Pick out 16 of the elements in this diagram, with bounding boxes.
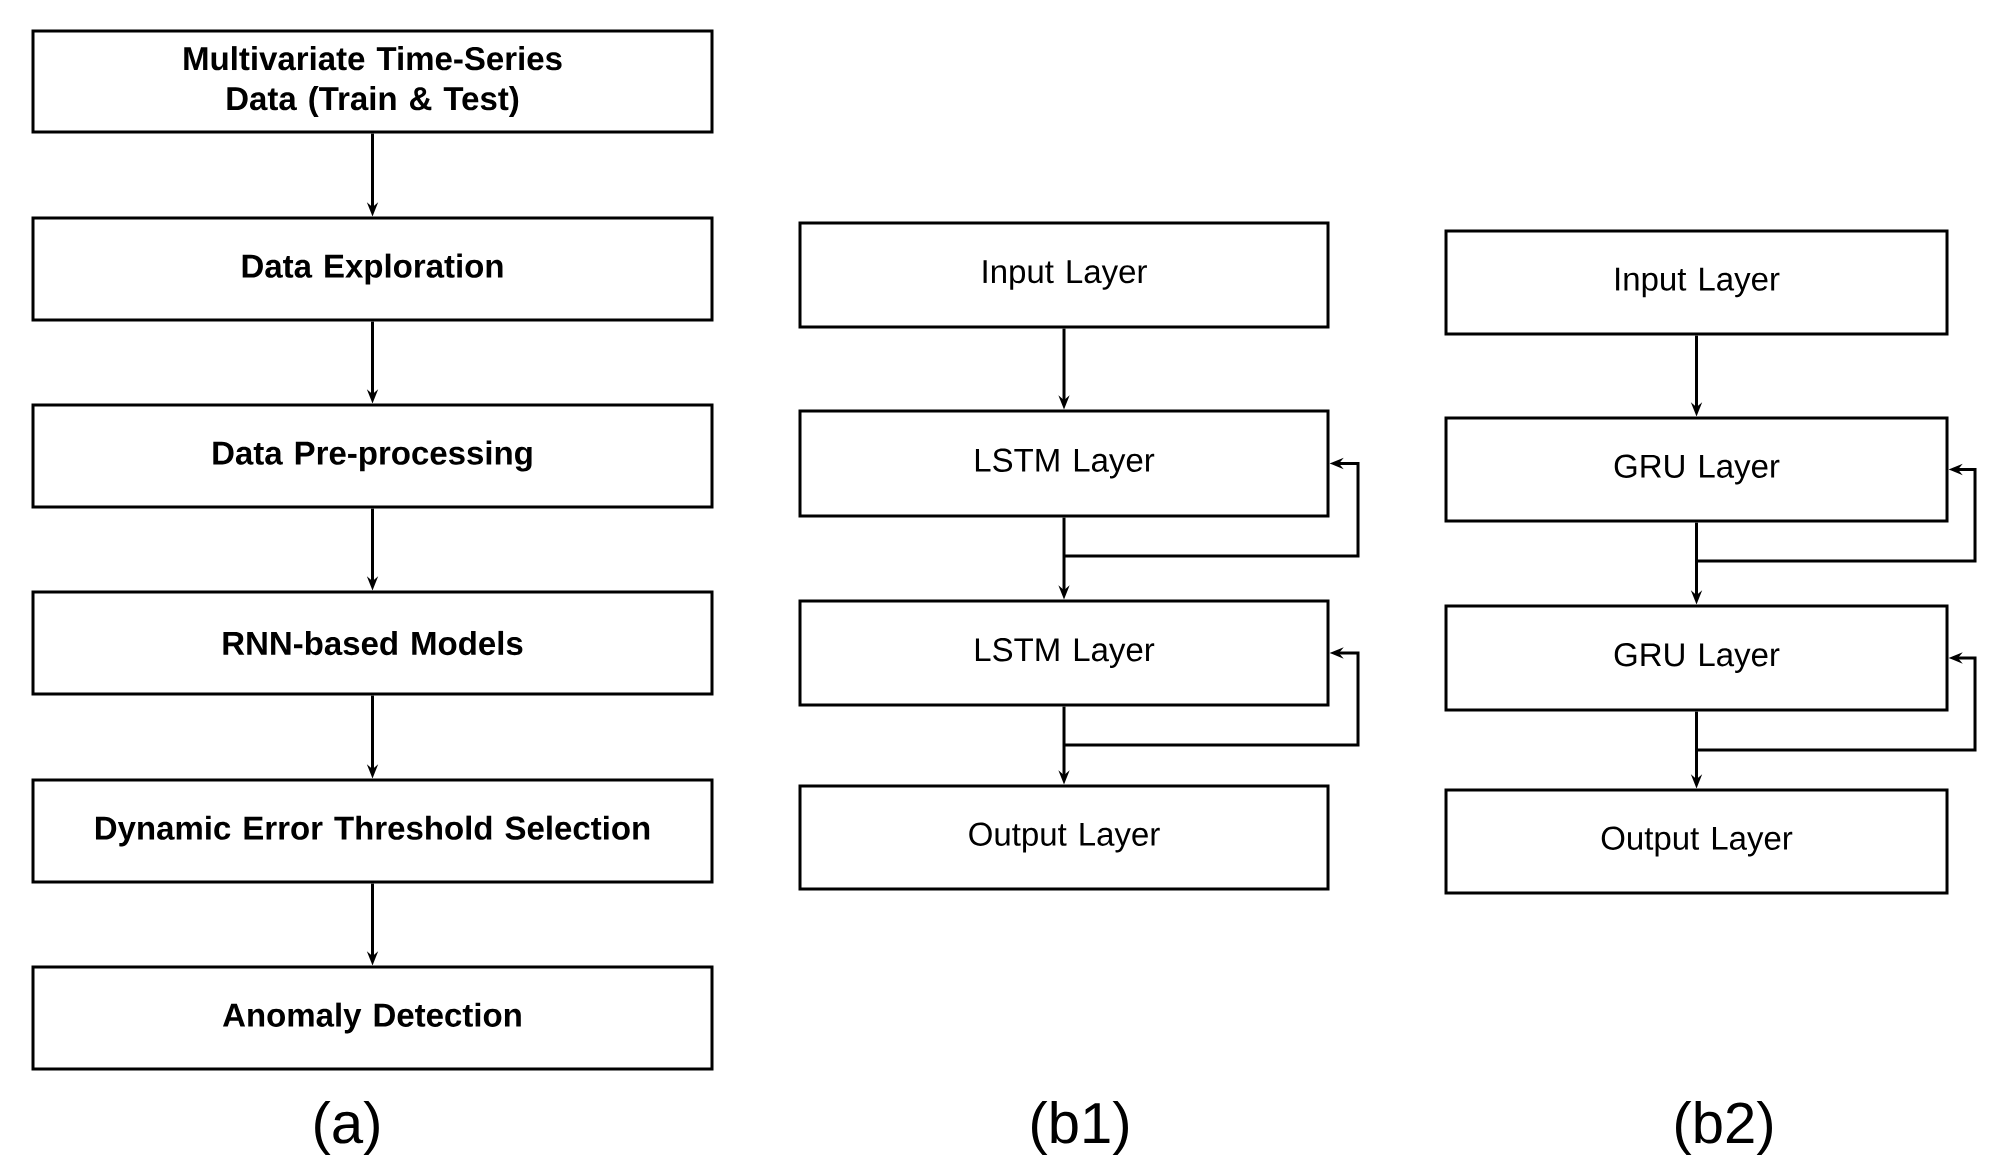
process-box: Dynamic Error Threshold Selection xyxy=(31,778,714,884)
process-box: Data Exploration xyxy=(31,216,714,322)
process-box: Output Layer xyxy=(1444,788,1949,895)
process-box: Anomaly Detection xyxy=(31,965,714,1071)
process-box: LSTM Layer xyxy=(798,599,1330,707)
process-box: Multivariate Time-Series Data (Train & Test) xyxy=(31,29,714,134)
process-box: Data Pre-processing xyxy=(31,403,714,509)
process-box: GRU Layer xyxy=(1444,416,1949,523)
process-box: LSTM Layer xyxy=(798,409,1330,518)
process-box: Output Layer xyxy=(798,784,1330,891)
panel-label: (b2) xyxy=(1676,1101,1772,1156)
process-box: Input Layer xyxy=(1444,229,1949,336)
process-box: RNN-based Models xyxy=(31,590,714,696)
panel-label: (b1) xyxy=(1032,1101,1128,1156)
process-box: Input Layer xyxy=(798,221,1330,329)
process-box: GRU Layer xyxy=(1444,604,1949,712)
